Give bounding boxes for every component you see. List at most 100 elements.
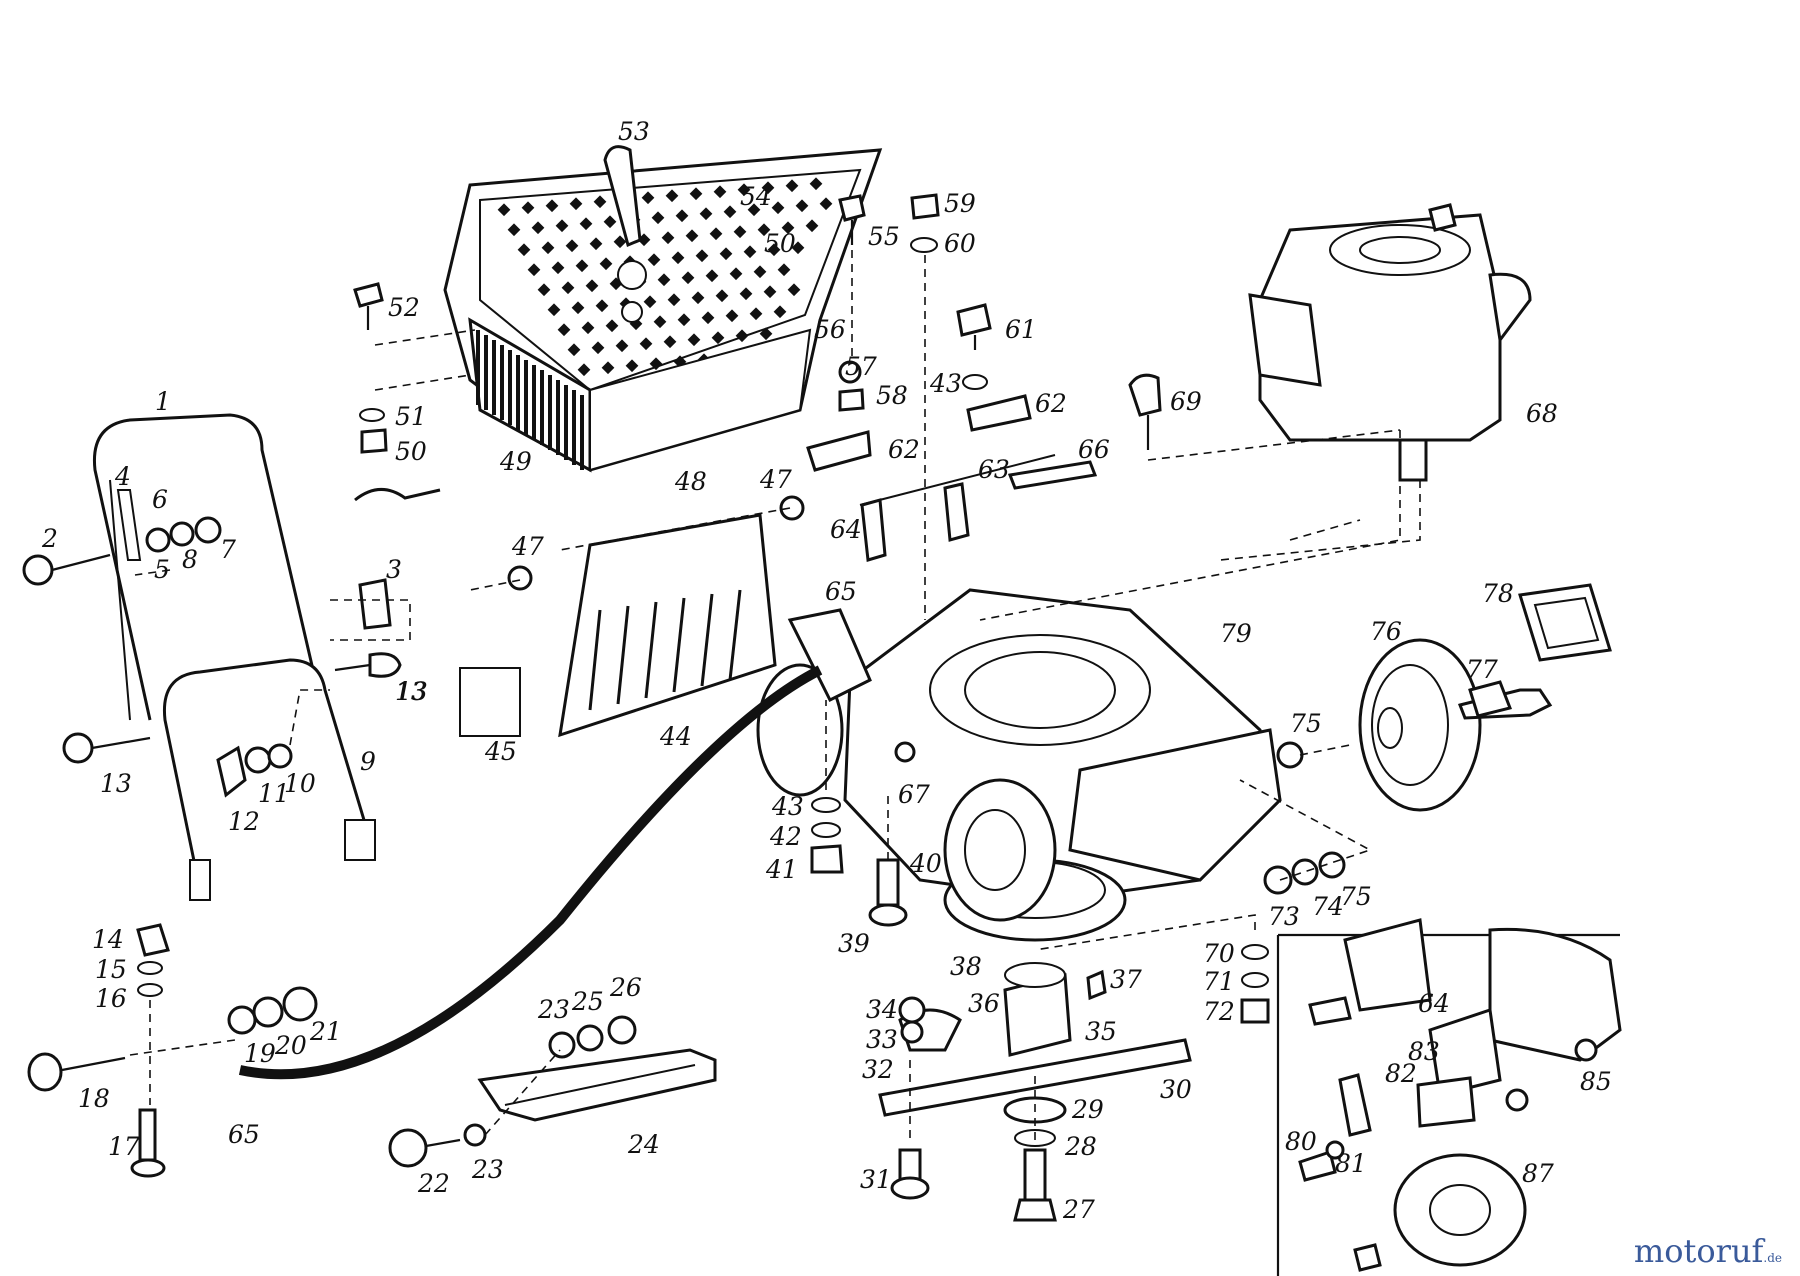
- callout: 14: [92, 925, 124, 954]
- callout: 10: [284, 769, 316, 798]
- callout: 19: [244, 1039, 276, 1068]
- callout: 61: [1005, 315, 1037, 344]
- watermark-suffix: .de: [1763, 1251, 1782, 1265]
- callout: 1: [155, 387, 171, 416]
- callout: 58: [876, 381, 908, 410]
- flap-rib: [616, 605, 630, 705]
- flap-rib: [700, 593, 714, 687]
- callout: 72: [1203, 997, 1235, 1026]
- callout: 59: [944, 189, 976, 218]
- hardware: [353, 193, 1513, 1024]
- callout: 79: [1220, 619, 1252, 648]
- engine: [1128, 203, 1532, 482]
- callout: 5: [154, 555, 170, 584]
- callout: 50: [395, 437, 427, 466]
- callout: 47: [759, 465, 792, 494]
- callout: 43: [771, 792, 804, 821]
- callout: 69: [1170, 387, 1202, 416]
- callout: 44: [659, 722, 692, 751]
- callout: 16: [95, 984, 127, 1013]
- callout: 2: [41, 524, 58, 553]
- watermark-logo: motoruf.de: [1634, 1232, 1782, 1270]
- callout: 30: [1160, 1075, 1192, 1104]
- callout: 31: [860, 1165, 892, 1194]
- flap-rib: [728, 589, 742, 681]
- leader-lines: [129, 250, 1421, 1140]
- axle-bracket: [388, 1015, 717, 1168]
- callout: 26: [609, 973, 642, 1002]
- callout: 12: [228, 807, 260, 836]
- callout: 48: [674, 467, 707, 496]
- callout: 66: [1078, 435, 1110, 464]
- callout: 64: [1418, 989, 1450, 1018]
- callout: 52: [388, 293, 420, 322]
- callout: 6: [152, 485, 168, 514]
- callout: 67: [898, 780, 930, 809]
- callout: 63: [978, 455, 1010, 484]
- callout: 33: [866, 1025, 898, 1054]
- callout: 22: [417, 1169, 450, 1198]
- callout: 43: [929, 369, 962, 398]
- callout: 53: [618, 117, 650, 146]
- callout: 17: [108, 1132, 140, 1161]
- catcher-vent: [497, 203, 511, 217]
- callout: 51: [395, 402, 427, 431]
- detail-inset: [1276, 918, 1622, 1276]
- callout: 39: [838, 929, 870, 958]
- callout: 42: [769, 822, 802, 851]
- callout: 82: [1385, 1059, 1417, 1088]
- watermark-text: motoruf: [1633, 1232, 1764, 1270]
- callout: 29: [1071, 1095, 1104, 1124]
- callout: 23: [537, 995, 570, 1024]
- callout: 3: [386, 555, 402, 584]
- rear-flap: [354, 488, 805, 738]
- callout: 18: [78, 1084, 110, 1113]
- callout: 9: [360, 747, 376, 776]
- callout: 35: [1085, 1017, 1117, 1046]
- callout: 73: [1268, 902, 1300, 931]
- callout: 13: [396, 677, 428, 706]
- callout: 40: [909, 849, 942, 878]
- callout: 11: [258, 779, 290, 808]
- handle-assembly: [22, 413, 402, 1178]
- callout: 49: [499, 447, 532, 476]
- callout: 15: [95, 955, 127, 984]
- callout: 65: [825, 577, 857, 606]
- callout: 57: [845, 352, 877, 381]
- callout: 75: [1340, 882, 1372, 911]
- callout: 4: [114, 462, 131, 491]
- callout: 75: [1290, 709, 1322, 738]
- callout: 64: [830, 515, 862, 544]
- flap-rib: [588, 609, 602, 711]
- callout: 21: [309, 1017, 342, 1046]
- callout: 80: [1285, 1127, 1317, 1156]
- callout: 7: [220, 535, 236, 564]
- callout: 74: [1312, 892, 1344, 921]
- callout: 60: [944, 229, 976, 258]
- callout: 23: [471, 1155, 504, 1184]
- callout: 62: [1035, 389, 1067, 418]
- callout: 38: [950, 952, 982, 981]
- callout: 25: [571, 987, 604, 1016]
- callout: 55: [868, 222, 900, 251]
- callout: 77: [1466, 655, 1498, 684]
- callout: 28: [1064, 1132, 1097, 1161]
- callout: 8: [182, 545, 198, 574]
- callout: 24: [627, 1130, 660, 1159]
- callout: 85: [1580, 1067, 1612, 1096]
- callout: 76: [1370, 617, 1402, 646]
- callout: 47: [511, 532, 544, 561]
- callout: 45: [484, 737, 517, 766]
- callout: 56: [814, 315, 846, 344]
- callout: 78: [1482, 579, 1514, 608]
- callout: 13: [100, 769, 132, 798]
- callout: 65: [228, 1120, 260, 1149]
- callout: 41: [765, 855, 798, 884]
- callout: 62: [888, 435, 920, 464]
- flap-rib: [644, 601, 658, 699]
- callout: 37: [1110, 965, 1142, 994]
- flap-rib: [672, 597, 686, 693]
- callout: 70: [1203, 939, 1235, 968]
- callout: 54: [740, 182, 772, 211]
